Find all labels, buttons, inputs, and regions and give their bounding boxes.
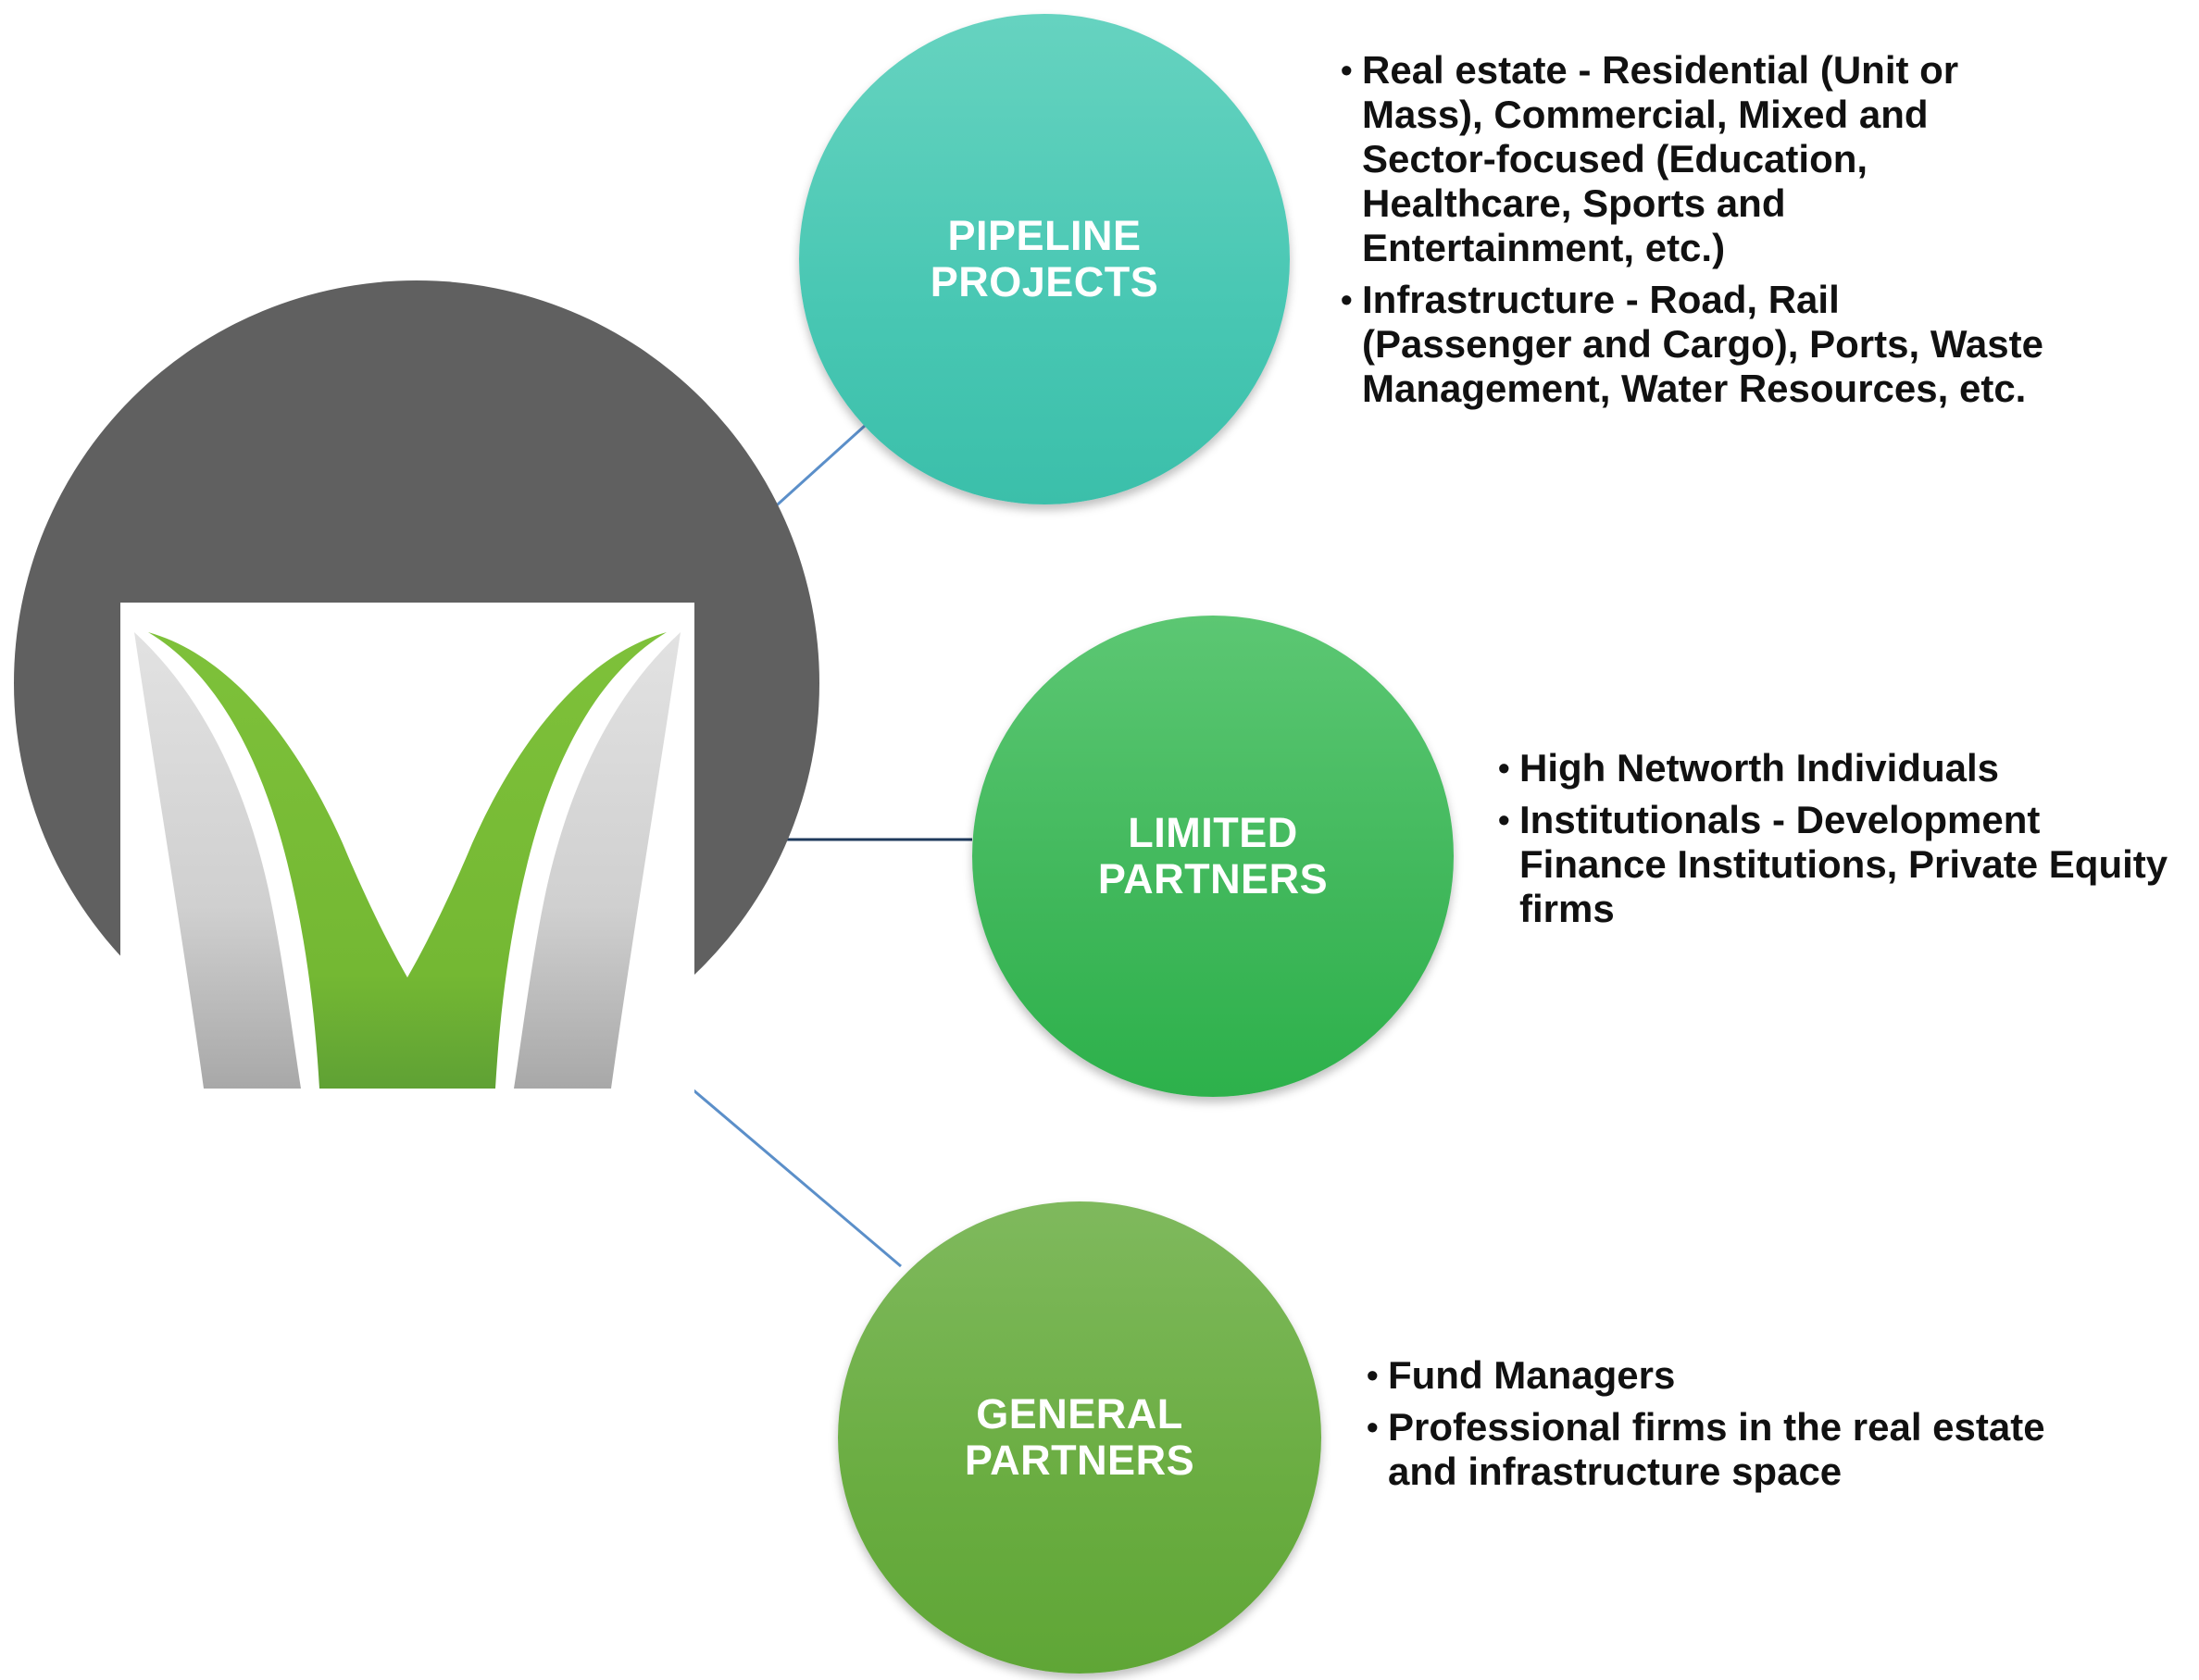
limited-bullet-list: High Networth Individuals Institutionals… (1498, 746, 2183, 939)
node-limited-label: LIMITED PARTNERS (1097, 809, 1329, 902)
right-grey-leaf (514, 632, 681, 1089)
node-limited-partners: LIMITED PARTNERS (972, 616, 1454, 1097)
limited-bullet-hnwi: High Networth Individuals (1498, 746, 2183, 790)
leaf-v-logo-icon (134, 632, 681, 1089)
connector-general (692, 1088, 902, 1268)
limited-bullet-institutionals: Institutionals - Development Finance Ins… (1498, 798, 2183, 931)
pipeline-bullet-real-estate: Real estate - Residential (Unit or Mass)… (1341, 48, 2044, 270)
general-bullet-professional-firms: Professional firms in the real estate an… (1367, 1405, 2070, 1494)
general-bullet-list: Fund Managers Professional firms in the … (1367, 1353, 2070, 1501)
pipeline-bullet-list: Real estate - Residential (Unit or Mass)… (1341, 48, 2044, 418)
general-bullet-fund-managers: Fund Managers (1367, 1353, 2070, 1398)
company-logo (120, 603, 694, 1112)
node-general-label: GENERAL PARTNERS (964, 1390, 1195, 1484)
node-pipeline-projects: PIPELINE PROJECTS (799, 14, 1290, 504)
node-pipeline-label: PIPELINE PROJECTS (930, 212, 1159, 305)
left-grey-leaf (134, 632, 301, 1089)
green-v-shape (148, 632, 667, 1089)
pipeline-bullet-infrastructure: Infrastructure - Road, Rail (Passenger a… (1341, 278, 2044, 411)
node-general-partners: GENERAL PARTNERS (838, 1201, 1321, 1674)
